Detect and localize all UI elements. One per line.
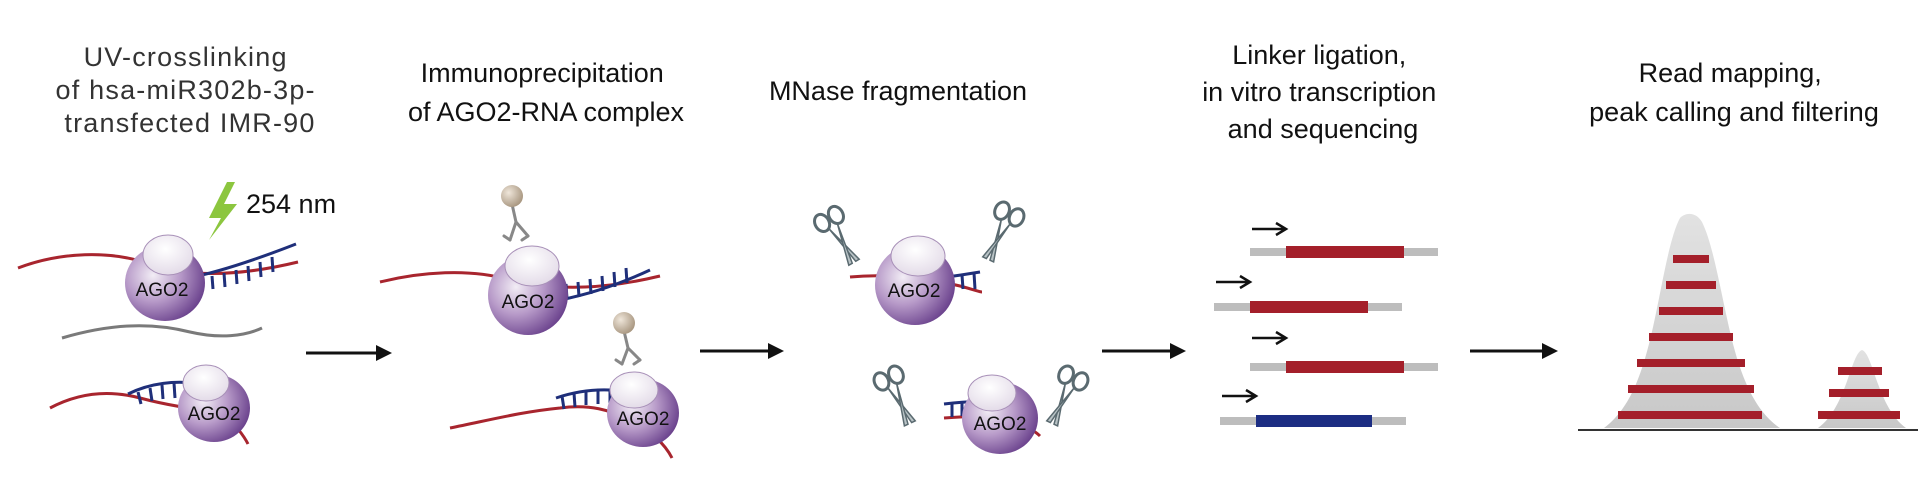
step2-illustration: AGO2 AGO2	[379, 185, 679, 459]
read-row-2	[1214, 274, 1402, 313]
ago2-label-3: AGO2	[502, 292, 555, 313]
linker-left	[1250, 363, 1286, 371]
step-arrows	[306, 343, 1558, 361]
ago2-protein-5: AGO2	[875, 235, 955, 325]
read-row-3	[1250, 330, 1438, 373]
read-insert	[1286, 361, 1404, 373]
linker-right	[1368, 303, 1402, 311]
step5-title: Read mapping, peak calling and filtering	[1589, 58, 1879, 127]
arrow-icon	[1252, 330, 1289, 346]
ago2-label-6: AGO2	[974, 414, 1027, 435]
arrow-icon	[306, 345, 392, 361]
ago2-protein-6: AGO2	[962, 374, 1038, 454]
peak-reads-small	[1818, 367, 1900, 419]
ago2-label-5: AGO2	[888, 281, 941, 302]
step1-title: UV-crosslinking of hsa-miR302b-3p- trans…	[56, 42, 325, 138]
read-row-1	[1250, 221, 1438, 258]
uv-wavelength-label: 254 nm	[246, 189, 336, 219]
read-insert-blue	[1256, 415, 1372, 427]
arrow-icon	[700, 343, 784, 359]
step1-title-line2: of hsa-miR302b-3p-	[56, 75, 316, 105]
ago2-label: AGO2	[136, 280, 189, 301]
step5-illustration	[1578, 213, 1918, 431]
step1-illustration: 254 nm AGO2 AG	[17, 182, 336, 445]
step2-title: Immunoprecipitation of AGO2-RNA complex	[408, 58, 685, 127]
linker-left	[1250, 248, 1286, 256]
peak-reads-large	[1618, 255, 1762, 419]
ago2-protein-4: AGO2	[607, 371, 679, 447]
step4-illustration	[1214, 221, 1438, 427]
linker-right	[1404, 363, 1438, 371]
linker-right	[1372, 417, 1406, 425]
step4-title-line2: in vitro transcription	[1202, 77, 1436, 107]
scissors-icon-2	[981, 200, 1026, 264]
scissors-icon	[813, 204, 861, 267]
arrow-icon	[1102, 343, 1186, 359]
antibody-icon	[501, 185, 530, 242]
step3-title: MNase fragmentation	[769, 76, 1027, 106]
step3-title-line1: MNase fragmentation	[769, 76, 1027, 106]
arrow-icon	[1252, 221, 1289, 237]
arrow-icon	[1222, 388, 1259, 404]
scissors-icon-4	[1045, 364, 1090, 428]
linker-right	[1404, 248, 1438, 256]
ago2-protein-2: AGO2	[178, 364, 250, 442]
read-insert	[1286, 246, 1404, 258]
lightning-icon	[209, 182, 237, 240]
step1-title-line1: UV-crosslinking	[84, 42, 288, 72]
step4-title: Linker ligation, in vitro transcription …	[1202, 40, 1444, 144]
ago2-label-2: AGO2	[188, 404, 241, 425]
step2-title-line2: of AGO2-RNA complex	[408, 97, 685, 127]
linker-left	[1220, 417, 1256, 425]
step4-title-line1: Linker ligation,	[1232, 40, 1406, 70]
ago2-label-4: AGO2	[617, 409, 670, 430]
mirna-strand-3	[559, 268, 651, 302]
step2-title-line1: Immunoprecipitation	[421, 58, 664, 88]
read-row-4	[1220, 388, 1406, 427]
read-insert	[1250, 301, 1368, 313]
step1-title-line3: transfected IMR-90	[64, 108, 315, 138]
step5-title-line1: Read mapping,	[1639, 58, 1822, 88]
peak-large	[1604, 213, 1780, 428]
step4-title-line3: and sequencing	[1228, 114, 1419, 144]
ago2-protein: AGO2	[125, 234, 205, 321]
ago2-protein-3: AGO2	[488, 245, 568, 335]
scissors-icon-3	[872, 364, 917, 428]
step3-illustration: AGO2 AGO2	[813, 200, 1090, 454]
step5-title-line2: peak calling and filtering	[1589, 97, 1879, 127]
unbound-rna-strand	[61, 324, 263, 340]
linker-left	[1214, 303, 1250, 311]
antibody-icon-2	[613, 312, 642, 366]
arrow-icon	[1216, 274, 1253, 290]
arrow-icon	[1470, 343, 1558, 359]
